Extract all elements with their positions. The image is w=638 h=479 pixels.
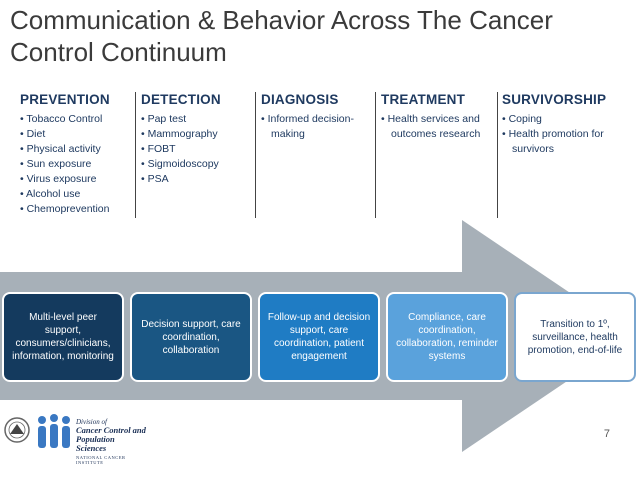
stage-prevention: PREVENTION Tobacco Control Diet Physical…	[20, 92, 132, 216]
stage-item-list: Health services and outcomes research	[381, 112, 496, 142]
hhs-seal-icon	[4, 417, 30, 443]
page-number: 7	[603, 428, 610, 440]
stage-item: Physical activity	[20, 142, 132, 157]
stage-heading: DIAGNOSIS	[261, 92, 339, 107]
stage-heading: PREVENTION	[20, 92, 110, 107]
intervention-box-detection: Decision support, care coordination, col…	[130, 292, 252, 382]
box-label: Follow-up and decision support, care coo…	[267, 312, 371, 362]
stage-item: Alcohol use	[20, 187, 132, 202]
stage-item: Coping	[502, 112, 622, 127]
column-divider	[497, 92, 498, 218]
logo-line: Cancer Control and	[76, 425, 146, 435]
stage-detection: DETECTION Pap test Mammography FOBT Sigm…	[141, 92, 253, 216]
slide-title: Communication & Behavior Across The Canc…	[10, 5, 553, 67]
box-label: Compliance, care coordination, collabora…	[396, 312, 498, 362]
stage-item: Informed decision-making	[261, 112, 373, 142]
logo-line: Division of	[76, 418, 107, 426]
stage-treatment: TREATMENT Health services and outcomes r…	[381, 92, 496, 216]
stage-item: Virus exposure	[20, 172, 132, 187]
stage-item: FOBT	[141, 142, 253, 157]
stage-heading: DETECTION	[141, 92, 221, 107]
stage-survivorship: SURVIVORSHIP Coping Health promotion for…	[502, 92, 622, 216]
intervention-box-diagnosis: Follow-up and decision support, care coo…	[258, 292, 380, 382]
stage-item: Health promotion for survivors	[502, 127, 622, 157]
stage-item-list: Pap test Mammography FOBT Sigmoidoscopy …	[141, 112, 253, 187]
stage-item: Health services and outcomes research	[381, 112, 496, 142]
stage-item: Sigmoidoscopy	[141, 157, 253, 172]
people-logo-icon	[38, 414, 70, 448]
column-divider	[255, 92, 256, 218]
intervention-box-prevention: Multi-level peer support, consumers/clin…	[2, 292, 124, 382]
stage-diagnosis: DIAGNOSIS Informed decision-making	[261, 92, 373, 216]
division-logo-text: Division of Cancer Control and Populatio…	[76, 418, 146, 465]
stage-item: Chemoprevention	[20, 202, 132, 217]
stage-item: PSA	[141, 172, 253, 187]
intervention-box-survivorship: Transition to 1º, surveillance, health p…	[514, 292, 636, 382]
stage-heading: TREATMENT	[381, 92, 466, 107]
box-label: Multi-level peer support, consumers/clin…	[12, 312, 114, 362]
stage-item-list: Informed decision-making	[261, 112, 373, 142]
stage-item: Tobacco Control	[20, 112, 132, 127]
intervention-box-treatment: Compliance, care coordination, collabora…	[386, 292, 508, 382]
stage-heading: SURVIVORSHIP	[502, 92, 607, 107]
stage-item: Sun exposure	[20, 157, 132, 172]
column-divider	[135, 92, 136, 218]
box-label: Transition to 1º, surveillance, health p…	[527, 318, 623, 356]
logo-line: NATIONAL CANCER INSTITUTE	[76, 455, 126, 465]
stage-item: Diet	[20, 127, 132, 142]
stage-item-list: Tobacco Control Diet Physical activity S…	[20, 112, 132, 217]
stage-item: Pap test	[141, 112, 253, 127]
column-divider	[375, 92, 376, 218]
logo-line: Population Sciences	[76, 434, 115, 453]
stage-item: Mammography	[141, 127, 253, 142]
box-label: Decision support, care coordination, col…	[141, 318, 241, 356]
stage-item-list: Coping Health promotion for survivors	[502, 112, 622, 157]
